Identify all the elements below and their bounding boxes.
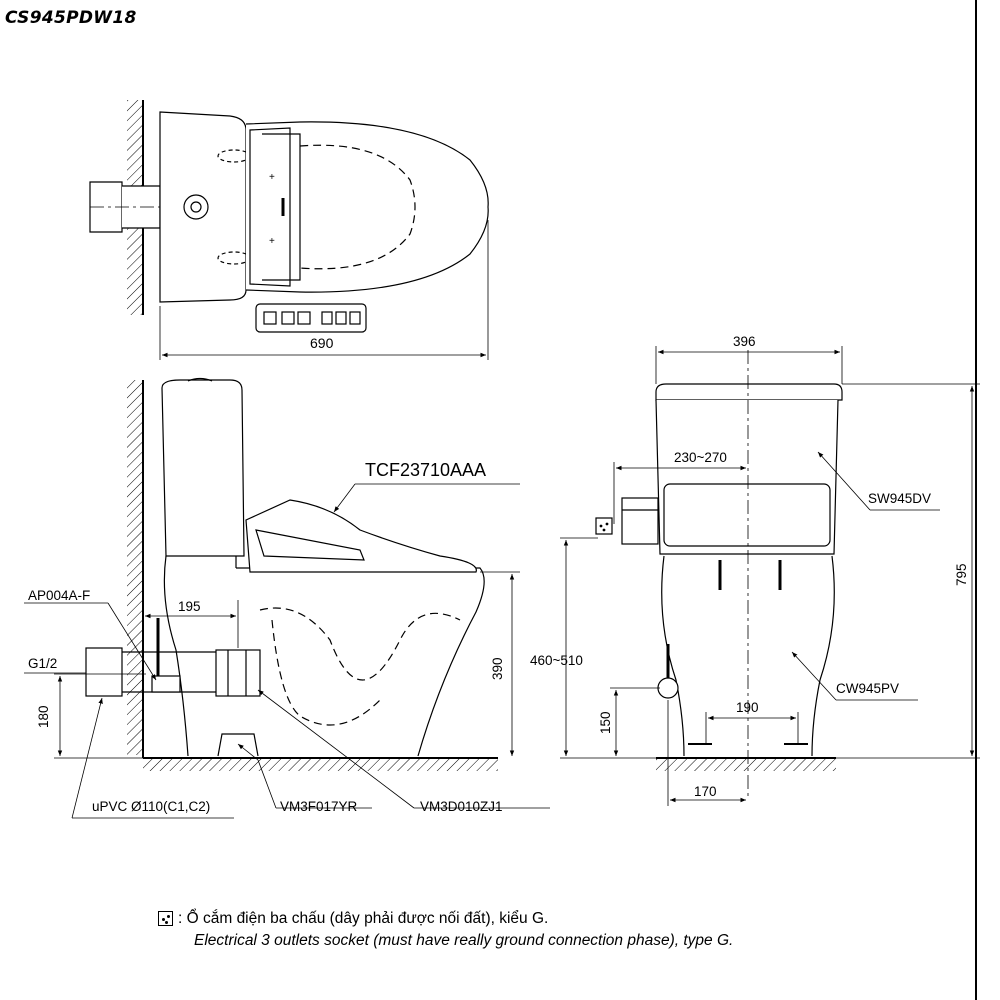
top-view: + + <box>89 100 490 360</box>
dim-supply-height-label: 180 <box>36 705 51 728</box>
dim-rim-height-label: 390 <box>490 657 505 680</box>
dim-bolt-spacing-label: 190 <box>736 700 759 715</box>
thread-label: G1/2 <box>28 656 57 671</box>
socket-symbol <box>595 517 613 535</box>
page-border <box>975 0 977 1000</box>
dim-width-label: 396 <box>733 334 756 349</box>
tank-model-label: SW945DV <box>868 491 931 506</box>
electrical-socket-icon <box>158 911 173 926</box>
side-view <box>24 377 550 819</box>
legend-text-vi: : Ổ cắm điện ba chấu (dây phải được nối … <box>178 910 549 927</box>
bowl-model-label: CW945PV <box>836 681 899 696</box>
front-view <box>560 346 980 806</box>
pipe-spec-label: uPVC Ø110(C1,C2) <box>92 799 210 814</box>
svg-text:+: + <box>269 236 275 247</box>
dim-length-label: 690 <box>310 335 334 351</box>
outlet-part-label: VM3D010ZJ1 <box>420 799 503 814</box>
seat-model-label: TCF23710AAA <box>365 460 486 480</box>
dim-supply-offset-label: 170 <box>694 784 717 799</box>
legend-text-en: Electrical 3 outlets socket (must have r… <box>194 932 734 949</box>
supply-fitting-label: AP004A-F <box>28 588 90 603</box>
dim-socket-height-label: 460~510 <box>530 653 583 668</box>
dim-wall-outlet-label: 195 <box>178 599 201 614</box>
svg-text:+: + <box>269 172 275 183</box>
dim-socket-offset-label: 230~270 <box>674 450 727 465</box>
dim-total-height-label: 795 <box>954 563 969 586</box>
dim-inlet-height-label: 150 <box>598 711 613 734</box>
page-title: CS945PDW18 <box>5 8 137 28</box>
flange-part-label: VM3F017YR <box>280 799 358 814</box>
